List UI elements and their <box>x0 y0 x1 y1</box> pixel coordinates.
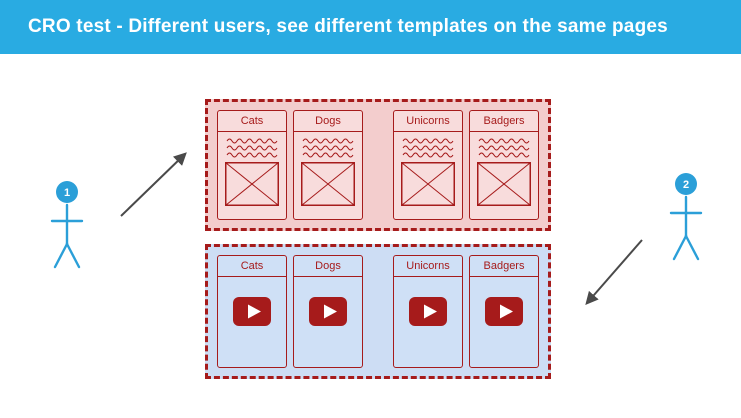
template-a-card-unicorns: Unicorns <box>393 110 463 220</box>
text-placeholder-icon <box>302 138 354 158</box>
card-label: Cats <box>218 111 286 132</box>
template-a-card-cats: Cats <box>217 110 287 220</box>
card-body <box>394 277 462 367</box>
play-button-icon <box>485 297 523 326</box>
user-2-number: 2 <box>683 179 689 191</box>
template-a-group: Cats Dogs <box>205 99 551 231</box>
card-body <box>294 277 362 367</box>
page-title: CRO test - Different users, see differen… <box>28 16 668 37</box>
text-placeholder-icon <box>478 138 530 158</box>
template-a-card-dogs: Dogs <box>293 110 363 220</box>
image-placeholder-icon <box>477 162 531 206</box>
card-label: Badgers <box>470 256 538 277</box>
arrow-user2-to-template-b-icon <box>585 239 643 305</box>
image-placeholder-icon <box>301 162 355 206</box>
play-button-icon <box>233 297 271 326</box>
play-button-icon <box>409 297 447 326</box>
card-body <box>394 132 462 219</box>
template-a-card-badgers: Badgers <box>469 110 539 220</box>
user-1-badge <box>56 181 78 203</box>
image-placeholder-icon <box>225 162 279 206</box>
card-label: Dogs <box>294 111 362 132</box>
card-label: Unicorns <box>394 111 462 132</box>
template-b-card-cats: Cats <box>217 255 287 368</box>
header-banner: CRO test - Different users, see differen… <box>0 0 741 54</box>
card-body <box>294 132 362 219</box>
text-placeholder-icon <box>402 138 454 158</box>
text-placeholder-icon <box>226 138 278 158</box>
card-label: Badgers <box>470 111 538 132</box>
template-b-group: Cats Dogs Unicorns <box>205 244 551 379</box>
user-1-figure: 1 <box>50 181 84 269</box>
card-body <box>218 132 286 219</box>
user-2-figure: 2 <box>669 173 703 261</box>
user-1-number: 1 <box>64 187 70 199</box>
card-label: Unicorns <box>394 256 462 277</box>
arrow-user1-to-template-a-icon <box>120 152 187 217</box>
card-label: Dogs <box>294 256 362 277</box>
template-b-card-dogs: Dogs <box>293 255 363 368</box>
user-2-badge <box>675 173 697 195</box>
card-label: Cats <box>218 256 286 277</box>
card-body <box>470 277 538 367</box>
image-placeholder-icon <box>401 162 455 206</box>
play-button-icon <box>309 297 347 326</box>
template-b-card-unicorns: Unicorns <box>393 255 463 368</box>
card-body <box>470 132 538 219</box>
card-body <box>218 277 286 367</box>
template-b-card-badgers: Badgers <box>469 255 539 368</box>
